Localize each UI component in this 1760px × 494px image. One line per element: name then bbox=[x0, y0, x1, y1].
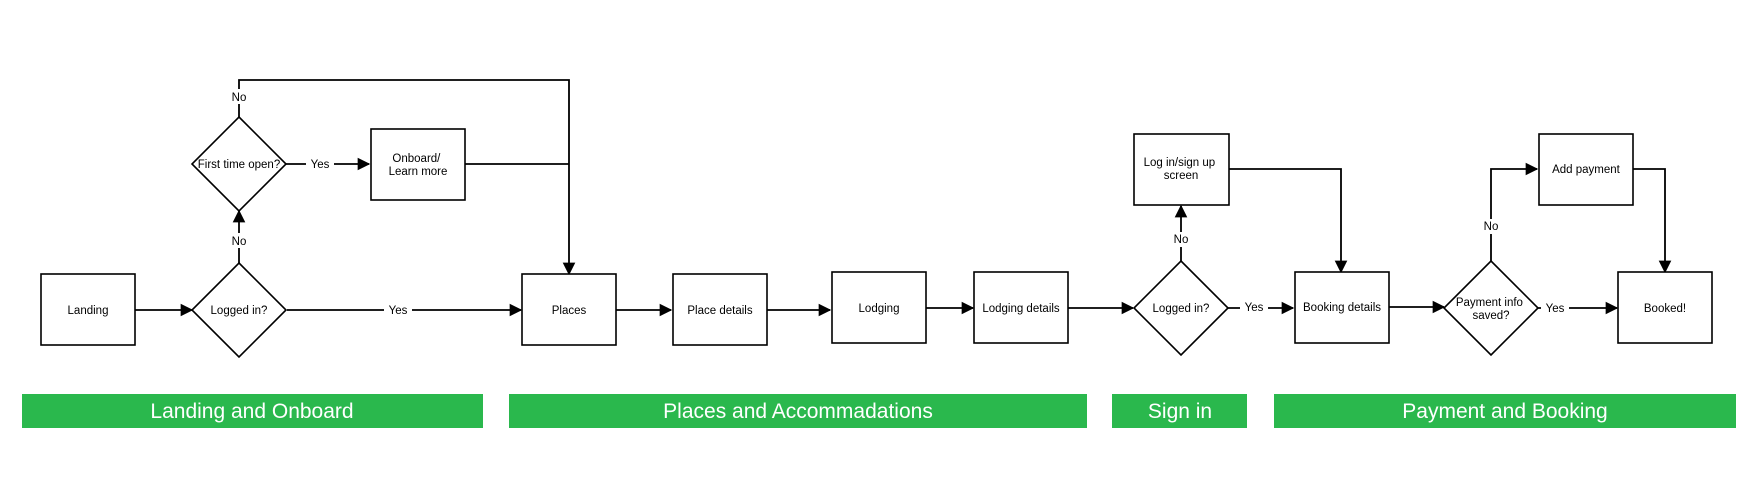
edge-payment-saved-no-add bbox=[1490, 162, 1539, 261]
edge-label-logged-in-2-no: No bbox=[1174, 234, 1189, 246]
edge-label-logged-in-yes: Yes bbox=[389, 305, 408, 317]
section-payment-booking-label: Payment and Booking bbox=[1402, 400, 1607, 423]
edge-label-payment-saved-yes: Yes bbox=[1546, 303, 1565, 315]
node-logged-in-2: Logged in? bbox=[1132, 259, 1230, 357]
edge-label-first-time-no: No bbox=[232, 92, 247, 104]
node-place-details: Place details bbox=[672, 273, 768, 346]
edge-add-payment-to-booked bbox=[1633, 168, 1672, 274]
node-booked-label: Booked! bbox=[1644, 303, 1686, 315]
section-places-accommodations-label: Places and Accommadations bbox=[663, 400, 933, 423]
node-place-details-label: Place details bbox=[687, 305, 752, 317]
node-logged-in-2-label: Logged in? bbox=[1153, 303, 1210, 315]
section-landing-onboard-label: Landing and Onboard bbox=[150, 400, 353, 423]
node-places: Places bbox=[521, 273, 617, 346]
edge-label-logged-in-2-yes: Yes bbox=[1245, 302, 1264, 314]
node-add-payment: Add payment bbox=[1538, 133, 1634, 206]
edge-login-to-booking bbox=[1229, 168, 1348, 274]
edge-labels: Yes No Yes No No Yes Yes No bbox=[228, 89, 1569, 317]
section-places-accommodations: Places and Accommadations bbox=[509, 394, 1087, 428]
node-login-screen-label: Log in/sign up screen bbox=[1144, 157, 1219, 182]
nodes: Landing Logged in? First time open? Onbo… bbox=[40, 115, 1713, 359]
node-booked: Booked! bbox=[1617, 271, 1713, 344]
node-booking-details: Booking details bbox=[1294, 271, 1390, 344]
section-payment-booking: Payment and Booking bbox=[1274, 394, 1736, 428]
edge-label-payment-saved-no: No bbox=[1484, 221, 1499, 233]
section-landing-onboard: Landing and Onboard bbox=[22, 394, 483, 428]
node-landing: Landing bbox=[40, 273, 136, 346]
node-payment-saved-label: Payment info saved? bbox=[1456, 297, 1526, 322]
node-lodging-label: Lodging bbox=[859, 303, 900, 315]
edge-label-logged-in-no: No bbox=[232, 236, 247, 248]
node-add-payment-label: Add payment bbox=[1552, 164, 1621, 176]
node-landing-label: Landing bbox=[68, 305, 109, 317]
section-sign-in-label: Sign in bbox=[1148, 400, 1212, 423]
node-booking-details-label: Booking details bbox=[1303, 302, 1381, 314]
section-sign-in: Sign in bbox=[1112, 394, 1247, 428]
node-payment-saved: Payment info saved? bbox=[1442, 259, 1540, 357]
node-lodging-details: Lodging details bbox=[973, 271, 1069, 344]
node-logged-in-1: Logged in? bbox=[190, 261, 288, 359]
node-lodging: Lodging bbox=[831, 271, 927, 344]
node-login-screen: Log in/sign up screen bbox=[1133, 133, 1230, 206]
edge-label-first-time-yes: Yes bbox=[311, 159, 330, 171]
section-bars: Landing and Onboard Places and Accommada… bbox=[22, 394, 1736, 428]
node-places-label: Places bbox=[552, 305, 587, 317]
node-onboard-label: Onboard/ Learn more bbox=[389, 153, 448, 178]
node-logged-in-1-label: Logged in? bbox=[211, 305, 268, 317]
node-first-time-open: First time open? bbox=[190, 115, 288, 213]
node-lodging-details-label: Lodging details bbox=[982, 303, 1060, 315]
node-onboard: Onboard/ Learn more bbox=[370, 128, 466, 201]
node-first-time-open-label: First time open? bbox=[198, 159, 280, 171]
